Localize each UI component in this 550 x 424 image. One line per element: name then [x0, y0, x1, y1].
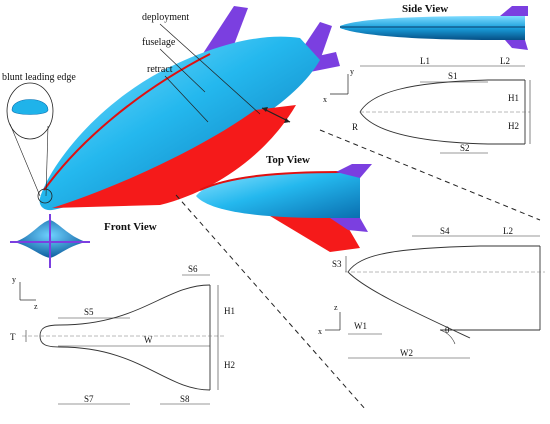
svg-text:H1: H1	[224, 306, 235, 316]
svg-text:blunt leading edge: blunt leading edge	[2, 72, 76, 83]
svg-text:T: T	[10, 332, 16, 342]
label-deployment: deployment	[142, 12, 261, 115]
svg-text:fuselage: fuselage	[142, 37, 176, 48]
svg-text:Top View: Top View	[266, 154, 310, 166]
svg-text:deployment: deployment	[142, 12, 189, 23]
svg-text:S5: S5	[84, 307, 94, 317]
svg-text:y: y	[12, 275, 16, 284]
separator-right-1	[319, 129, 541, 221]
side-view: Side View y x L1 L2 S1 S2 H1 H2 R	[323, 3, 531, 154]
front-geometry: y z S6 S5 W T H1 H2 S7 S8	[10, 264, 235, 405]
svg-text:H1: H1	[508, 93, 519, 103]
side-view-body	[340, 16, 525, 40]
top-view: Top View	[196, 154, 372, 252]
svg-text:L2: L2	[500, 56, 510, 66]
svg-text:S7: S7	[84, 394, 94, 404]
svg-text:z: z	[34, 302, 38, 311]
main-vehicle	[37, 6, 340, 211]
svg-text:S6: S6	[188, 264, 198, 274]
label-fuselage: fuselage	[142, 37, 206, 93]
label-retract: retract	[147, 64, 209, 123]
svg-text:S2: S2	[460, 143, 470, 153]
fin-top-left	[200, 6, 248, 58]
top-view-body	[196, 172, 360, 218]
separator-left	[175, 194, 367, 411]
front-view: Front View	[10, 214, 157, 268]
svg-text:Front View: Front View	[104, 221, 157, 233]
svg-text:Side View: Side View	[402, 3, 448, 15]
svg-text:θ: θ	[445, 325, 449, 335]
blunt-edge-shape	[11, 99, 49, 115]
svg-text:L1: L1	[420, 56, 430, 66]
side-fin	[500, 6, 528, 16]
svg-text:S1: S1	[448, 71, 458, 81]
svg-text:x: x	[323, 95, 327, 104]
svg-text:retract: retract	[147, 64, 173, 75]
svg-text:H2: H2	[508, 121, 519, 131]
svg-text:W2: W2	[400, 348, 413, 358]
svg-text:W: W	[144, 335, 153, 345]
top-geometry: S4 L2 S3 W1 W2 θ z x	[318, 226, 545, 359]
top-view-fin-bottom	[330, 218, 368, 232]
side-profile-upper	[359, 79, 525, 113]
svg-text:z: z	[334, 303, 338, 312]
svg-text:W1: W1	[354, 321, 367, 331]
svg-text:y: y	[350, 67, 354, 76]
double-arrow-icon	[261, 107, 291, 123]
svg-text:L2: L2	[503, 226, 513, 236]
deployed-wing-red	[52, 105, 296, 208]
svg-text:S3: S3	[332, 259, 342, 269]
svg-text:S4: S4	[440, 226, 450, 236]
nose-highlight	[37, 188, 53, 204]
svg-text:x: x	[318, 327, 322, 336]
svg-text:R: R	[352, 122, 358, 132]
side-fin-bottom	[505, 40, 528, 50]
svg-text:H2: H2	[224, 360, 235, 370]
red-edge-top	[43, 53, 211, 191]
blunt-edge-callout: blunt leading edge	[2, 72, 76, 197]
side-profile-lower	[359, 111, 525, 145]
top-view-fin	[336, 164, 372, 178]
svg-text:S8: S8	[180, 394, 190, 404]
fuselage-body	[39, 36, 321, 211]
